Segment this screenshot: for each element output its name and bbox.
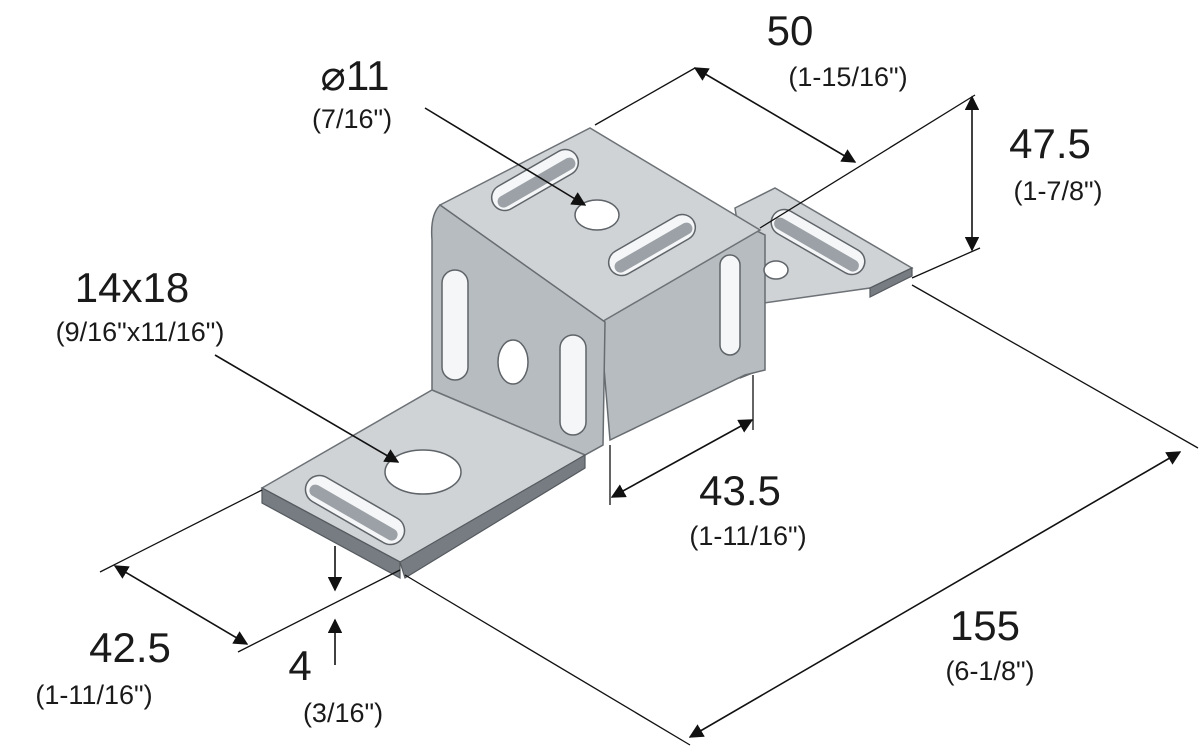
dim-line-50 xyxy=(693,67,857,163)
dim-flange-sub: (1-11/16") xyxy=(35,680,152,710)
ext-line xyxy=(99,489,263,573)
dim-length-sub: (6-1/8") xyxy=(945,656,1034,686)
round-hole-top xyxy=(574,199,620,231)
round-hole-leg xyxy=(497,339,529,385)
slot-leg-right xyxy=(559,334,587,436)
dim-inner-width-sub: (1-11/16") xyxy=(689,521,806,551)
dim-hole-main: ⌀11 xyxy=(321,52,390,99)
dimension-lines xyxy=(99,67,1199,746)
leader-hole xyxy=(424,107,587,206)
left-flange-side-edge xyxy=(399,453,586,579)
leader-oval xyxy=(214,354,400,463)
dim-line-42-5 xyxy=(113,565,249,645)
ext-line xyxy=(911,247,981,279)
dim-thickness-sub: (3/16") xyxy=(303,698,383,728)
dim-line-43-5 xyxy=(610,419,754,498)
bracket-part xyxy=(260,127,914,580)
dim-width-top-sub: (1-15/16") xyxy=(788,62,907,92)
left-flange-front-edge xyxy=(261,486,401,580)
slot-leg-left xyxy=(441,269,469,381)
ext-line xyxy=(404,574,691,746)
dim-line-155 xyxy=(688,451,1182,738)
dim-width-top-main: 50 xyxy=(767,7,814,54)
dim-height-sub: (1-7/8") xyxy=(1013,176,1102,206)
dim-slot-main: 14x18 xyxy=(75,264,189,311)
slot-inner-leg xyxy=(719,254,741,356)
dim-length-main: 155 xyxy=(950,602,1020,649)
ext-line xyxy=(594,67,696,126)
dim-hole-sub: (7/16") xyxy=(312,104,392,134)
oval-hole-left-flange xyxy=(384,449,462,495)
slot-shading xyxy=(614,222,693,273)
ext-line xyxy=(237,569,401,653)
dim-thickness-main: 4 xyxy=(288,642,311,689)
ext-line xyxy=(759,94,976,229)
dimension-labels: ⌀11 (7/16") 50 (1-15/16") 47.5 (1-7/8") … xyxy=(35,7,1102,728)
slot-shading xyxy=(774,217,859,272)
dim-flange-main: 42.5 xyxy=(89,624,171,671)
ext-line xyxy=(911,284,1199,449)
dim-slot-sub: (9/16"x11/16") xyxy=(56,317,225,347)
dim-height-main: 47.5 xyxy=(1009,120,1091,167)
dim-inner-width-main: 43.5 xyxy=(699,467,781,514)
right-flange-edge xyxy=(869,267,913,298)
round-hole-right-flange xyxy=(763,260,789,280)
slot-shading xyxy=(497,157,576,208)
slot-shading xyxy=(309,484,398,541)
